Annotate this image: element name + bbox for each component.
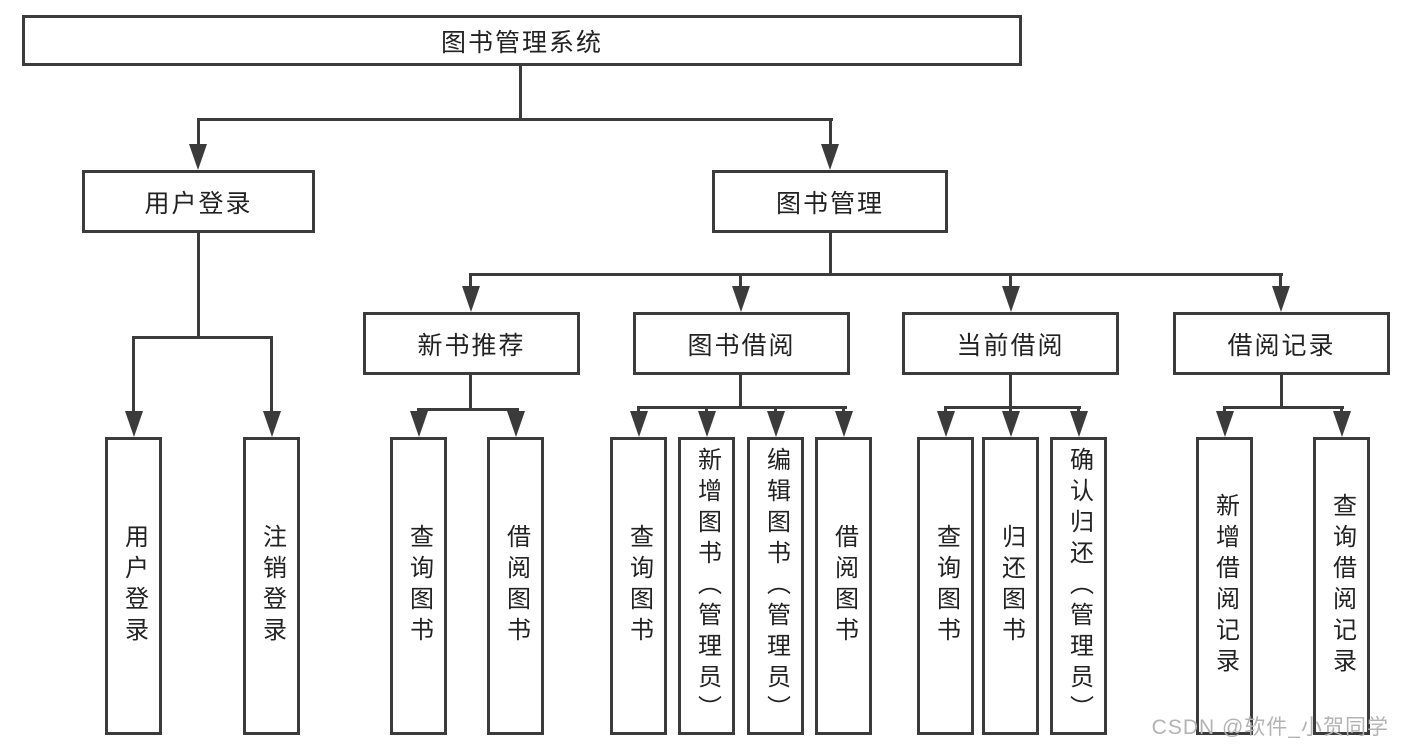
connector-line <box>469 276 472 286</box>
leaf-label: 新增借阅记录 <box>1211 493 1239 679</box>
connector-arrowhead-down <box>263 411 281 437</box>
connector-line <box>197 121 200 145</box>
leaf-logout: 注销登录 <box>243 437 300 735</box>
leaf-label: 查询借阅记录 <box>1328 493 1356 679</box>
connector-line <box>1223 406 1344 409</box>
node-label: 图书借阅 <box>687 331 796 360</box>
connector-line <box>944 406 947 414</box>
leaf-label: 归还图书 <box>997 524 1025 648</box>
leaf-label: 查询图书 <box>405 524 433 648</box>
connector-line <box>829 233 832 273</box>
connector-arrowhead-down <box>1002 411 1020 437</box>
leaf-label: 编辑图书（管理员） <box>762 446 790 726</box>
connector-line <box>774 406 777 414</box>
leaf-return-book: 归还图书 <box>982 437 1039 735</box>
connector-arrowhead-down <box>1272 286 1290 312</box>
connector-line <box>197 118 833 121</box>
connector-arrowhead-down <box>189 144 207 170</box>
leaf-user-login: 用户登录 <box>105 437 162 735</box>
connector-arrowhead-down <box>1070 411 1088 437</box>
connector-arrowhead-down <box>1216 411 1234 437</box>
connector-arrowhead-down <box>937 411 955 437</box>
connector-line <box>842 406 845 414</box>
connector-arrowhead-down <box>821 144 839 170</box>
connector-line <box>1009 375 1012 406</box>
connector-arrowhead-down <box>630 411 648 437</box>
connector-arrowhead-down <box>462 286 480 312</box>
csdn-watermark: CSDN @软件_小贺同学 <box>1151 716 1389 739</box>
node-new-book-recommend: 新书推荐 <box>363 312 580 375</box>
connector-arrowhead-down <box>698 411 716 437</box>
node-root-label: 图书管理系统 <box>440 28 603 57</box>
connector-line <box>1223 406 1226 414</box>
leaf-label: 查询图书 <box>625 524 653 648</box>
connector-arrowhead-down <box>732 286 750 312</box>
connector-line <box>944 406 1081 409</box>
connector-line <box>519 66 522 118</box>
connector-line <box>1340 406 1343 414</box>
leaf-query-books-borrow: 查询图书 <box>610 437 667 735</box>
leaf-borrow-books: 借阅图书 <box>815 437 872 735</box>
connector-line <box>270 339 273 412</box>
connector-arrowhead-down <box>125 411 143 437</box>
leaf-confirm-return-admin: 确认归还（管理员） <box>1050 437 1107 735</box>
connector-line <box>829 121 832 145</box>
node-borrow-records: 借阅记录 <box>1173 312 1390 375</box>
connector-line <box>739 276 742 286</box>
node-label: 新书推荐 <box>417 331 526 360</box>
node-label: 用户登录 <box>144 189 253 218</box>
connector-line <box>637 406 640 414</box>
connector-line <box>705 406 708 414</box>
connector-arrowhead-down <box>1333 411 1351 437</box>
node-user-login: 用户登录 <box>82 170 315 233</box>
leaf-borrow-books-recommend: 借阅图书 <box>487 437 544 735</box>
node-label: 当前借阅 <box>956 331 1065 360</box>
leaf-query-borrow-record: 查询借阅记录 <box>1313 437 1370 735</box>
connector-arrowhead-down <box>1002 286 1020 312</box>
connector-line <box>1279 276 1282 286</box>
connector-line <box>1009 276 1012 286</box>
connector-line <box>417 408 519 411</box>
node-book-management: 图书管理 <box>712 170 948 233</box>
node-root: 图书管理系统 <box>22 15 1022 66</box>
leaf-query-books-current: 查询图书 <box>917 437 974 735</box>
leaf-edit-book-admin: 编辑图书（管理员） <box>747 437 804 735</box>
leaf-label: 注销登录 <box>258 524 286 648</box>
node-label: 图书管理 <box>775 189 884 218</box>
leaf-label: 新增图书（管理员） <box>693 446 721 726</box>
leaf-label: 确认归还（管理员） <box>1065 446 1093 726</box>
connector-arrowhead-down <box>767 411 785 437</box>
connector-line <box>132 339 135 412</box>
leaf-label: 借阅图书 <box>830 524 858 648</box>
connector-line <box>469 273 1283 276</box>
node-book-borrow: 图书借阅 <box>633 312 850 375</box>
connector-line <box>637 406 847 409</box>
connector-line <box>469 375 472 408</box>
node-current-borrow: 当前借阅 <box>902 312 1119 375</box>
leaf-label: 用户登录 <box>120 524 148 648</box>
node-label: 借阅记录 <box>1227 331 1336 360</box>
connector-line <box>1280 375 1283 406</box>
leaf-query-books-recommend: 查询图书 <box>390 437 447 735</box>
connector-line <box>739 375 742 406</box>
connector-line <box>1077 406 1080 414</box>
connector-arrowhead-down <box>410 411 428 437</box>
leaf-add-borrow-record: 新增借阅记录 <box>1196 437 1253 735</box>
connector-line <box>1009 406 1012 414</box>
connector-arrowhead-down <box>507 411 525 437</box>
connector-line <box>132 336 273 339</box>
leaf-add-book-admin: 新增图书（管理员） <box>678 437 735 735</box>
leaf-label: 查询图书 <box>932 524 960 648</box>
connector-arrowhead-down <box>835 411 853 437</box>
leaf-label: 借阅图书 <box>502 524 530 648</box>
connector-line <box>197 233 200 336</box>
